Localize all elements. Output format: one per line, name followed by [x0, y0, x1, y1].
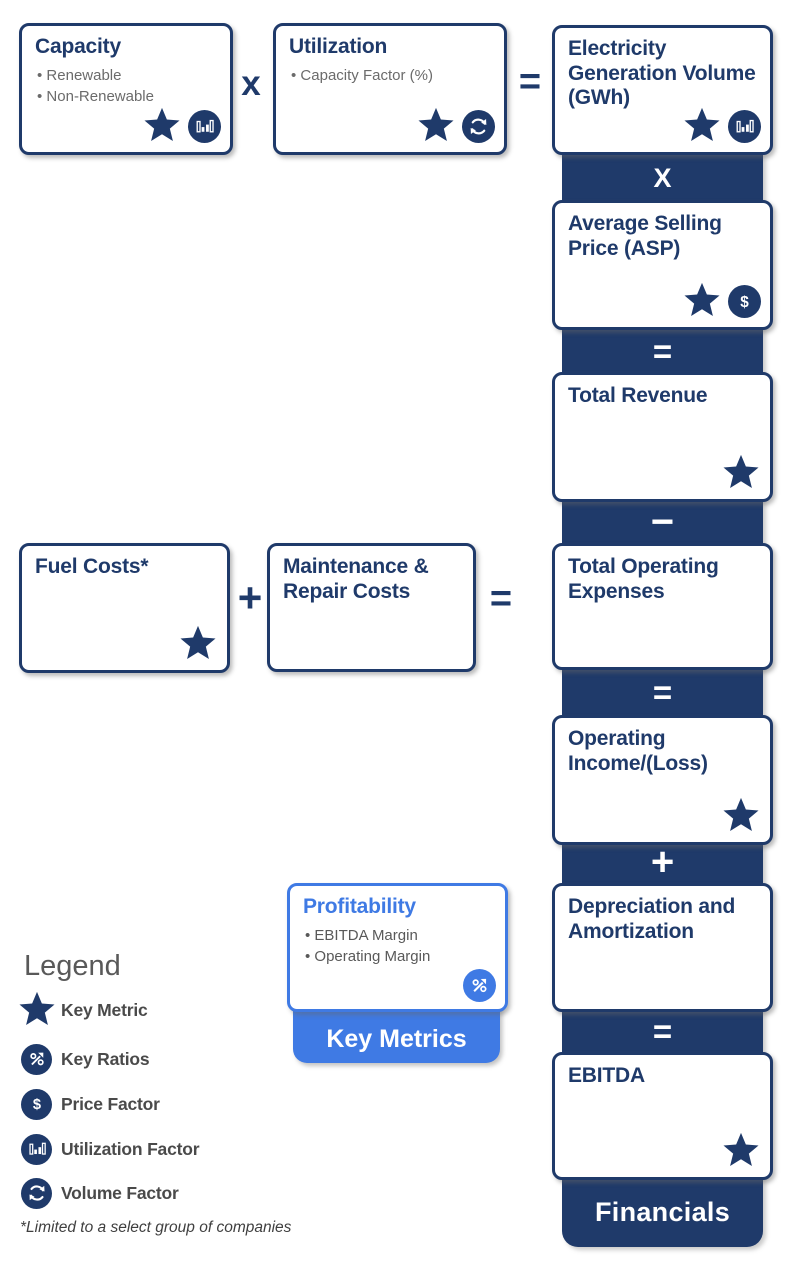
- box-utilization-bullets: Capacity Factor (%): [291, 65, 491, 87]
- box-fuel-costs: Fuel Costs*: [19, 543, 230, 673]
- box-total-revenue-title: Total Revenue: [568, 384, 708, 407]
- bullet-ebitda-margin: EBITDA Margin: [305, 925, 492, 947]
- legend-label-key-metric: Key Metric: [61, 999, 148, 1020]
- box-operating-income-loss: Operating Income/(Loss): [552, 715, 773, 845]
- legend-label-volume-factor: Volume Factor: [61, 1182, 179, 1203]
- box-fuel-title: Fuel Costs*: [35, 555, 149, 578]
- band-operator-equals-1: =: [652, 333, 673, 370]
- utilization-factor-icon: [188, 109, 221, 143]
- box-capacity-bullets: Renewable Non-Renewable: [37, 65, 217, 109]
- operator-equals-middle: =: [489, 578, 513, 620]
- box-opex-title: Total Operating Expenses: [568, 555, 719, 603]
- key-metric-star-icon: [682, 282, 722, 320]
- footnote: *Limited to a select group of companies: [20, 1219, 292, 1236]
- legend-label-utilization-factor: Utilization Factor: [61, 1138, 200, 1159]
- legend-item-utilization-factor: Utilization Factor: [17, 1130, 200, 1168]
- box-capacity-title: Capacity: [35, 35, 121, 58]
- box-average-selling-price: Average Selling Price (ASP) $: [552, 200, 773, 330]
- legend-item-price-factor: $ Price Factor: [17, 1085, 160, 1123]
- key-metric-star-icon: [721, 797, 761, 835]
- band-operator-equals-2: =: [652, 674, 673, 711]
- box-utilization: Utilization Capacity Factor (%): [273, 23, 507, 155]
- bullet-non-renewable: Non-Renewable: [37, 86, 217, 108]
- utilization-factor-icon: [728, 109, 761, 143]
- box-profitability-bullets: EBITDA Margin Operating Margin: [305, 925, 492, 969]
- box-depreciation-amortization: Depreciation and Amortization: [552, 883, 773, 1012]
- key-metric-star-icon: [721, 454, 761, 492]
- operator-plus: +: [237, 574, 263, 621]
- operator-multiply: x: [241, 64, 261, 103]
- financials-band-label: Financials: [594, 1197, 731, 1227]
- box-profitability-title: Profitability: [303, 895, 416, 918]
- box-asp-title: Average Selling Price (ASP): [568, 212, 722, 260]
- volume-factor-icon: [462, 109, 495, 143]
- box-maint-title: Maintenance & Repair Costs: [283, 555, 429, 603]
- box-profitability: Profitability EBITDA Margin Operating Ma…: [287, 883, 508, 1012]
- key-metric-star-icon: [178, 625, 218, 663]
- price-factor-icon: $: [728, 284, 761, 318]
- key-metric-star-icon: [142, 107, 182, 145]
- key-metric-star-icon: [721, 1132, 761, 1170]
- box-maintenance-repair-costs: Maintenance & Repair Costs: [267, 543, 476, 672]
- svg-text:$: $: [740, 293, 749, 310]
- key-metric-star-icon: [17, 991, 57, 1029]
- box-total-operating-expenses: Total Operating Expenses: [552, 543, 773, 670]
- band-operator-plus: +: [650, 840, 675, 884]
- utilization-factor-icon: [21, 1133, 52, 1165]
- operator-equals-top: =: [518, 61, 542, 103]
- price-factor-icon: $: [21, 1088, 52, 1120]
- key-ratios-icon: [463, 969, 496, 1002]
- box-utilization-title: Utilization: [289, 35, 388, 58]
- bullet-renewable: Renewable: [37, 65, 217, 87]
- legend-item-key-metric: Key Metric: [17, 991, 148, 1029]
- key-metric-star-icon: [682, 107, 722, 145]
- bullet-operating-margin: Operating Margin: [305, 946, 492, 968]
- box-capacity: Capacity Renewable Non-Renewable: [19, 23, 233, 155]
- legend-item-key-ratios: Key Ratios: [17, 1040, 150, 1078]
- box-electricity-generation-volume: Electricity Generation Volume (GWh): [552, 25, 773, 155]
- bullet-capacity-factor: Capacity Factor (%): [291, 65, 491, 87]
- box-total-revenue: Total Revenue: [552, 372, 773, 502]
- legend-label-key-ratios: Key Ratios: [61, 1048, 150, 1069]
- box-egv-title: Electricity Generation Volume (GWh): [568, 37, 756, 110]
- box-dna-title: Depreciation and Amortization: [568, 895, 736, 943]
- box-ebitda-title: EBITDA: [568, 1064, 645, 1087]
- key-ratios-icon: [21, 1043, 52, 1075]
- legend-heading: Legend: [24, 950, 121, 982]
- box-ebitda: EBITDA: [552, 1052, 773, 1180]
- legend-item-volume-factor: Volume Factor: [17, 1174, 179, 1212]
- key-metrics-label: Key Metrics: [326, 1025, 467, 1053]
- band-operator-multiply: X: [653, 163, 672, 193]
- box-opinc-title: Operating Income/(Loss): [568, 727, 708, 775]
- band-operator-equals-3: =: [652, 1013, 673, 1050]
- legend-label-price-factor: Price Factor: [61, 1093, 160, 1114]
- volume-factor-icon: [21, 1177, 52, 1209]
- svg-text:$: $: [32, 1097, 40, 1113]
- band-operator-minus: −: [650, 500, 675, 544]
- key-metric-star-icon: [416, 107, 456, 145]
